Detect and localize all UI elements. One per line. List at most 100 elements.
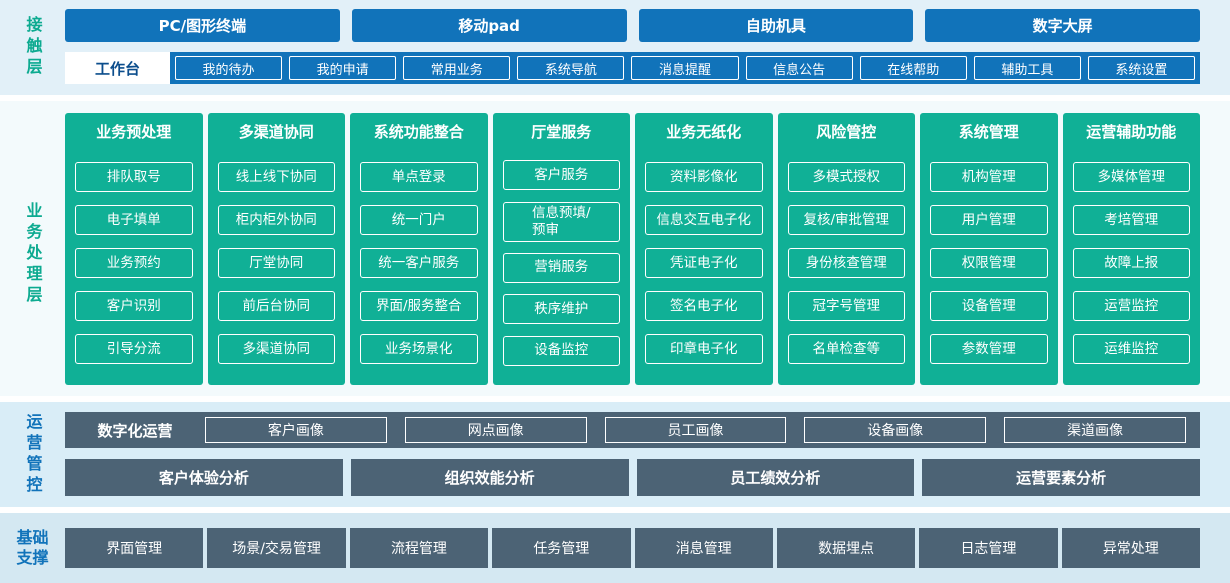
- business-item-button[interactable]: 设备管理: [930, 291, 1048, 321]
- workbench-item-button[interactable]: 系统导航: [517, 56, 625, 80]
- layer-label-contact: 接触层: [23, 16, 43, 79]
- foundation-item-button[interactable]: 数据埋点: [776, 528, 916, 568]
- portrait-button[interactable]: 网点画像: [404, 417, 587, 443]
- business-item-button[interactable]: 前后台协同: [217, 291, 335, 321]
- analysis-button[interactable]: 运营要素分析: [922, 459, 1200, 496]
- business-item-button[interactable]: 冠字号管理: [787, 291, 905, 321]
- business-item-button[interactable]: 名单检查等: [787, 334, 905, 364]
- business-item-button[interactable]: 权限管理: [930, 248, 1048, 278]
- business-column-items: 多媒体管理考培管理故障上报运营监控运维监控: [1063, 149, 1201, 385]
- business-item-button[interactable]: 统一客户服务: [360, 248, 478, 278]
- business-column: 风险管控多模式授权复核/审批管理身份核查管理冠字号管理名单检查等: [777, 113, 916, 385]
- business-item-button[interactable]: 信息预填/ 预审: [502, 201, 620, 242]
- digital-operations-bar: 数字化运营 客户画像网点画像员工画像设备画像渠道画像: [65, 412, 1200, 448]
- foundation-item-button[interactable]: 界面管理: [65, 528, 204, 568]
- analysis-button[interactable]: 客户体验分析: [65, 459, 343, 496]
- business-item-button[interactable]: 引导分流: [75, 334, 193, 364]
- portrait-button[interactable]: 渠道画像: [1004, 417, 1186, 443]
- foundation-layer-side: 基础支撑: [0, 513, 65, 583]
- business-item-button[interactable]: 考培管理: [1072, 205, 1190, 235]
- terminal-button[interactable]: 移动pad: [351, 9, 627, 42]
- foundation-item-button[interactable]: 消息管理: [634, 528, 773, 568]
- portrait-button[interactable]: 设备画像: [804, 417, 987, 443]
- business-item-button[interactable]: 单点登录: [360, 162, 478, 192]
- business-item-button[interactable]: 设备监控: [502, 335, 620, 366]
- business-column-items: 多模式授权复核/审批管理身份核查管理冠字号管理名单检查等: [778, 149, 916, 385]
- workbench-item-button[interactable]: 常用业务: [403, 56, 511, 80]
- business-item-button[interactable]: 秩序维护: [502, 294, 620, 325]
- business-columns: 业务预处理排队取号电子填单业务预约客户识别引导分流多渠道协同线上线下协同柜内柜外…: [65, 113, 1230, 396]
- business-column: 业务无纸化资料影像化信息交互电子化凭证电子化签名电子化印章电子化: [635, 113, 773, 385]
- foundation-item-button[interactable]: 任务管理: [492, 528, 631, 568]
- business-item-button[interactable]: 营销服务: [502, 252, 620, 283]
- foundation-item-button[interactable]: 异常处理: [1061, 528, 1200, 568]
- workbench-item-button[interactable]: 信息公告: [745, 56, 853, 80]
- business-column-title: 风险管控: [816, 122, 877, 141]
- business-item-button[interactable]: 统一门户: [360, 205, 478, 235]
- business-item-button[interactable]: 运维监控: [1072, 334, 1190, 364]
- business-column: 系统管理机构管理用户管理权限管理设备管理参数管理: [920, 113, 1058, 385]
- business-item-button[interactable]: 运营监控: [1072, 291, 1190, 321]
- workbench-bar: 我的待办我的申请常用业务系统导航消息提醒信息公告在线帮助辅助工具系统设置: [170, 52, 1200, 84]
- workbench-item-button[interactable]: 系统设置: [1087, 56, 1195, 80]
- operations-layer-content: 数字化运营 客户画像网点画像员工画像设备画像渠道画像 客户体验分析组织效能分析员…: [65, 402, 1230, 507]
- portrait-button[interactable]: 员工画像: [604, 417, 787, 443]
- workbench-item-button[interactable]: 辅助工具: [973, 56, 1081, 80]
- workbench-item-button[interactable]: 我的申请: [289, 56, 397, 80]
- digital-operations-label: 数字化运营: [97, 421, 173, 440]
- business-column-title: 多渠道协同: [238, 122, 314, 141]
- foundation-item-button[interactable]: 场景/交易管理: [207, 528, 346, 568]
- business-column-items: 客户服务信息预填/ 预审营销服务秩序维护设备监控: [493, 149, 631, 385]
- business-item-button[interactable]: 电子填单: [75, 205, 193, 235]
- business-layer-section: 业务处理层 业务预处理排队取号电子填单业务预约客户识别引导分流多渠道协同线上线下…: [0, 101, 1230, 396]
- business-item-button[interactable]: 机构管理: [930, 162, 1048, 192]
- terminal-button[interactable]: 数字大屏: [925, 9, 1200, 42]
- business-item-button[interactable]: 用户管理: [930, 205, 1048, 235]
- business-item-button[interactable]: 印章电子化: [645, 334, 763, 364]
- workbench-row: 工作台 我的待办我的申请常用业务系统导航消息提醒信息公告在线帮助辅助工具系统设置: [65, 52, 1200, 84]
- business-column: 系统功能整合单点登录统一门户统一客户服务界面/服务整合业务场景化: [350, 113, 488, 385]
- layer-label-operations: 运营管控: [23, 412, 43, 497]
- business-item-button[interactable]: 界面/服务整合: [360, 291, 478, 321]
- business-column-title: 系统功能整合: [373, 122, 464, 141]
- business-column: 业务预处理排队取号电子填单业务预约客户识别引导分流: [65, 113, 203, 385]
- terminal-row: PC/图形终端移动pad 自助机具数字大屏: [65, 9, 1200, 42]
- terminal-button[interactable]: 自助机具: [638, 9, 914, 42]
- business-column-title: 运营辅助功能: [1086, 122, 1177, 141]
- business-item-button[interactable]: 厅堂协同: [217, 248, 335, 278]
- business-layer-side: 业务处理层: [0, 113, 65, 396]
- business-item-button[interactable]: 故障上报: [1072, 248, 1190, 278]
- business-item-button[interactable]: 业务场景化: [360, 334, 478, 364]
- business-item-button[interactable]: 多媒体管理: [1072, 162, 1190, 192]
- business-item-button[interactable]: 资料影像化: [645, 162, 763, 192]
- business-item-button[interactable]: 排队取号: [75, 162, 193, 192]
- analysis-row: 客户体验分析组织效能分析员工绩效分析运营要素分析: [65, 459, 1200, 496]
- business-column-title: 业务预处理: [96, 122, 172, 141]
- business-column: 多渠道协同线上线下协同柜内柜外协同厅堂协同前后台协同多渠道协同: [207, 113, 345, 385]
- analysis-button[interactable]: 员工绩效分析: [636, 459, 915, 496]
- business-item-button[interactable]: 复核/审批管理: [787, 205, 905, 235]
- business-item-button[interactable]: 柜内柜外协同: [217, 205, 335, 235]
- business-item-button[interactable]: 多模式授权: [787, 162, 905, 192]
- business-item-button[interactable]: 身份核查管理: [787, 248, 905, 278]
- business-item-button[interactable]: 线上线下协同: [217, 162, 335, 192]
- analysis-button[interactable]: 组织效能分析: [350, 459, 629, 496]
- terminal-button[interactable]: PC/图形终端: [65, 9, 340, 42]
- business-item-button[interactable]: 信息交互电子化: [645, 205, 763, 235]
- business-item-button[interactable]: 签名电子化: [645, 291, 763, 321]
- foundation-item-button[interactable]: 日志管理: [919, 528, 1058, 568]
- business-item-button[interactable]: 凭证电子化: [645, 248, 763, 278]
- foundation-item-button[interactable]: 流程管理: [349, 528, 489, 568]
- business-item-button[interactable]: 客户服务: [502, 160, 620, 191]
- business-item-button[interactable]: 客户识别: [75, 291, 193, 321]
- workbench-item-button[interactable]: 在线帮助: [859, 56, 967, 80]
- business-item-button[interactable]: 参数管理: [930, 334, 1048, 364]
- workbench-item-button[interactable]: 我的待办: [175, 56, 283, 80]
- business-item-button[interactable]: 业务预约: [75, 248, 193, 278]
- workbench-item-button[interactable]: 消息提醒: [631, 56, 739, 80]
- business-item-button[interactable]: 多渠道协同: [217, 334, 335, 364]
- portrait-button[interactable]: 客户画像: [205, 417, 387, 443]
- business-column-title: 系统管理: [958, 122, 1019, 141]
- business-column: 运营辅助功能多媒体管理考培管理故障上报运营监控运维监控: [1062, 113, 1201, 385]
